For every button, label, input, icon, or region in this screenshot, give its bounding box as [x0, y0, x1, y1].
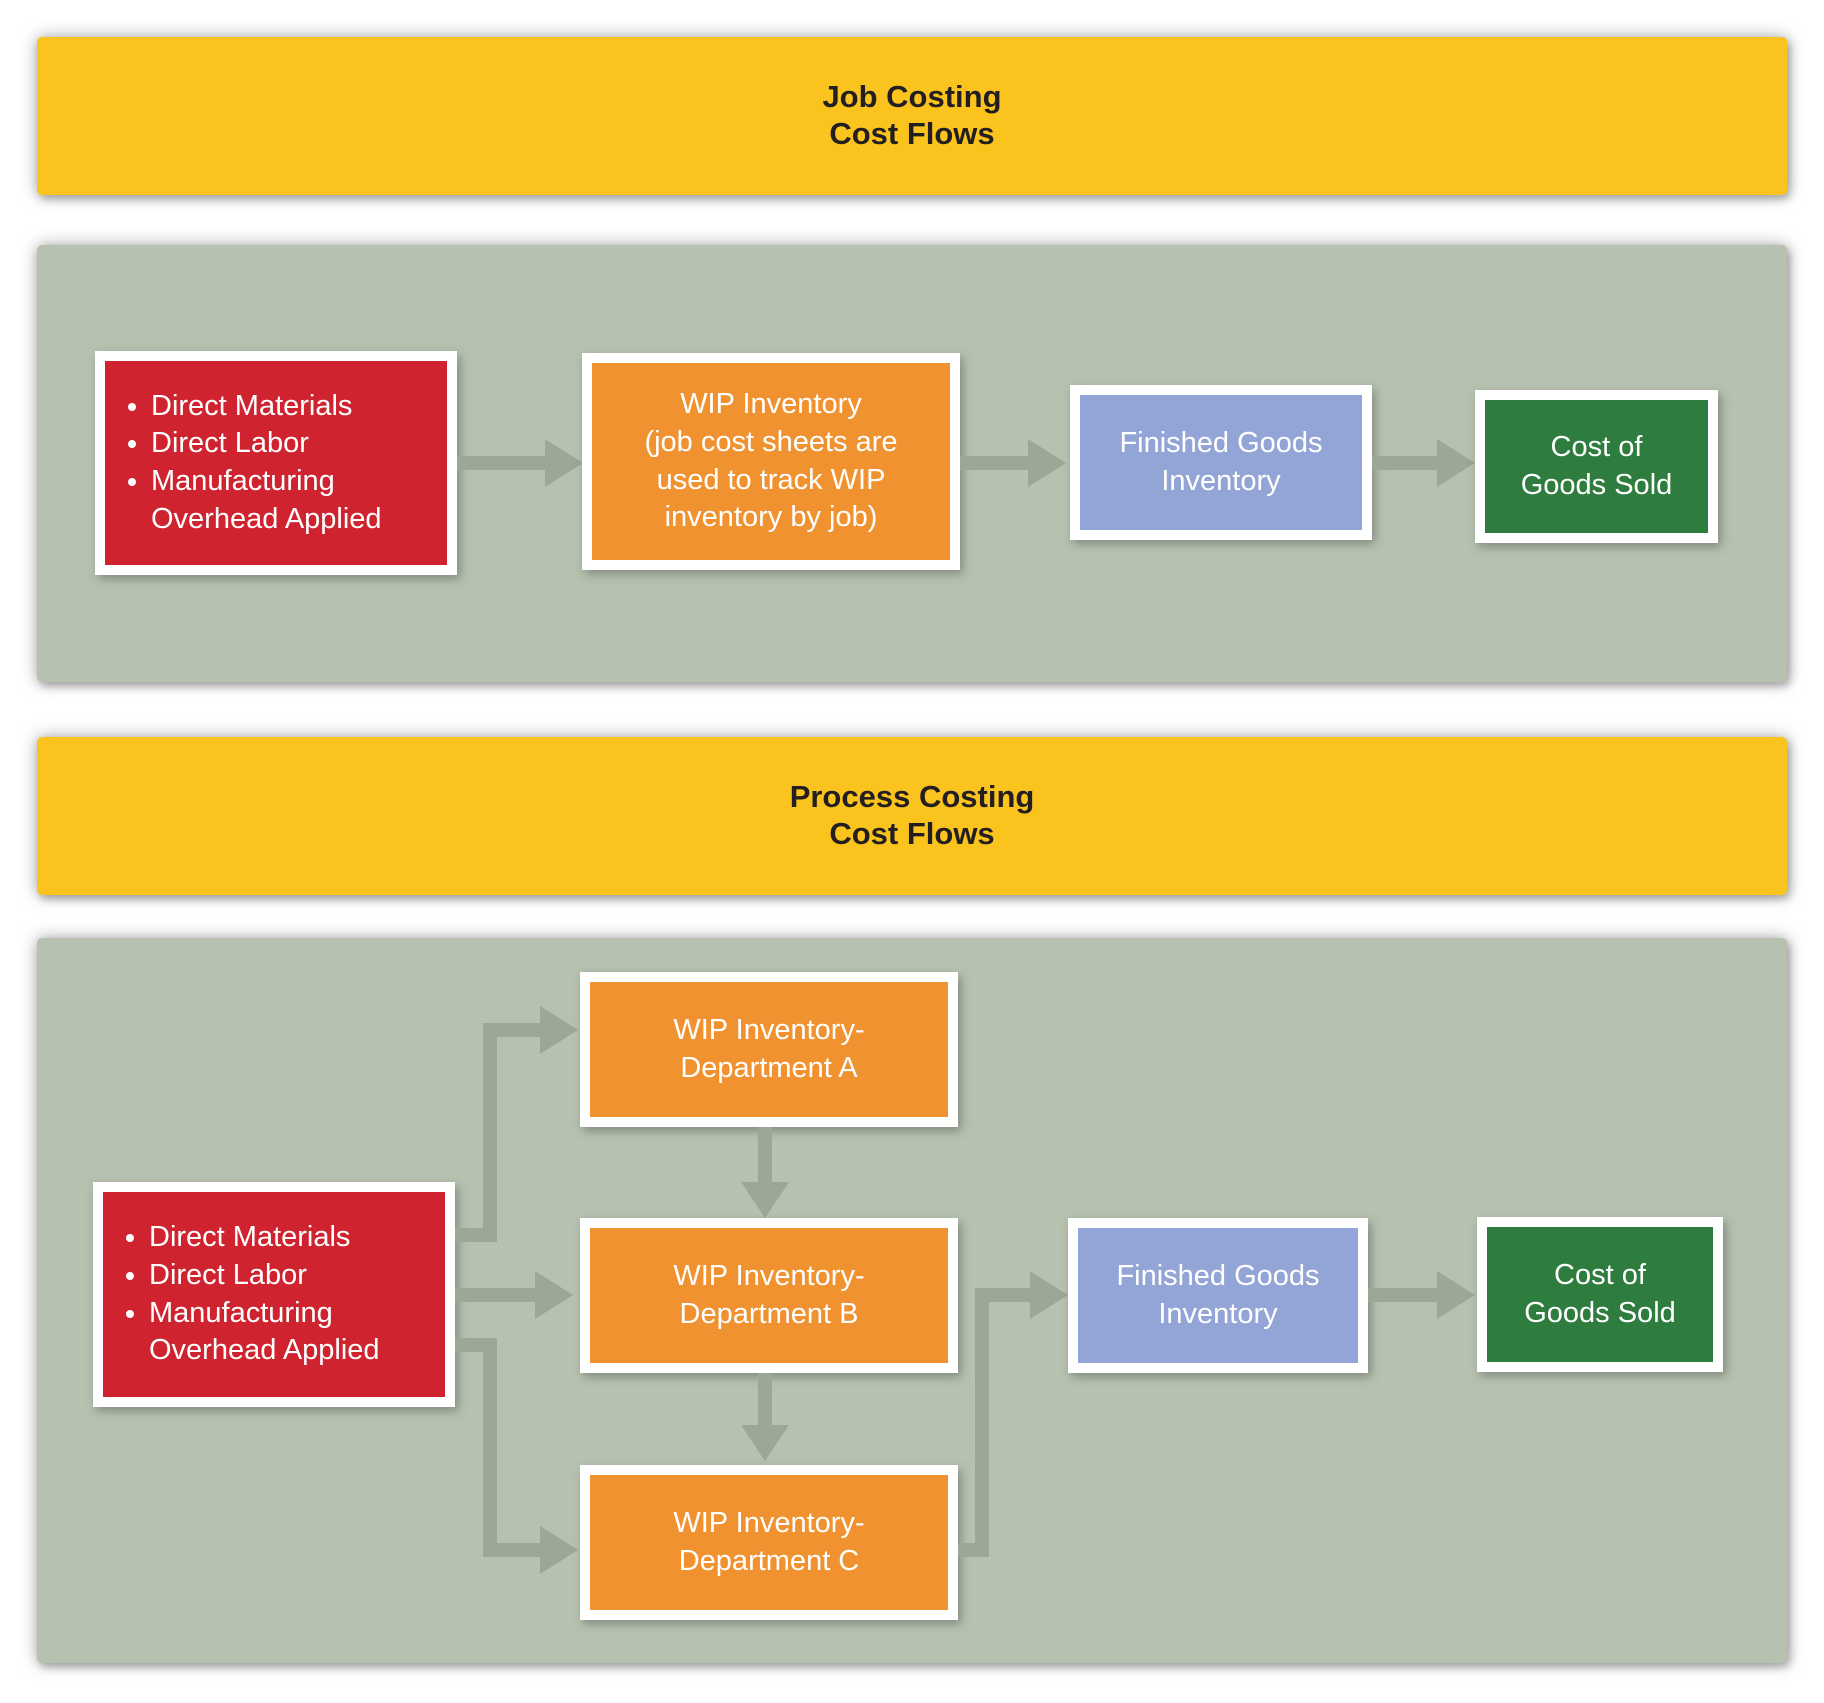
arrow-right-icon — [1030, 1271, 1068, 1319]
process-wip-dept-c-box-fill: WIP Inventory-Department C — [590, 1475, 948, 1610]
job-manufacturing-inputs-list: Direct MaterialsDirect LaborManufacturin… — [105, 388, 447, 539]
arrow-down-icon — [741, 1182, 789, 1218]
arrow-right-icon — [1437, 1271, 1475, 1319]
bullet-item: Direct Labor — [151, 425, 443, 463]
bullet-item: Manufacturing Overhead Applied — [149, 1295, 441, 1370]
arrow-shaft — [1372, 456, 1437, 470]
arrow-shaft — [758, 1373, 772, 1425]
bullet-item: Direct Labor — [149, 1257, 441, 1295]
process-wip-dept-c-box: WIP Inventory-Department C — [580, 1465, 958, 1620]
process-wip-dept-b-box-fill: WIP Inventory-Department B — [590, 1228, 948, 1363]
arrow-shaft — [758, 1127, 772, 1182]
bullet-item: Manufacturing Overhead Applied — [151, 463, 443, 538]
arrow-right-icon — [540, 1006, 578, 1054]
job-manufacturing-inputs-box-fill: Direct MaterialsDirect LaborManufacturin… — [105, 361, 447, 565]
arrow-right-icon — [535, 1271, 573, 1319]
arrow-shaft — [483, 1543, 540, 1557]
process-wip-dept-a-box: WIP Inventory-Department A — [580, 972, 958, 1127]
process-wip-dept-b-box: WIP Inventory-Department B — [580, 1218, 958, 1373]
process-wip-dept-b-label: WIP Inventory-Department B — [673, 1259, 865, 1330]
arrow-right-icon — [1028, 439, 1066, 487]
arrow-shaft — [483, 1023, 540, 1037]
bullet-item: Direct Materials — [149, 1219, 441, 1257]
process-wip-dept-a-box-fill: WIP Inventory-Department A — [590, 982, 948, 1117]
arrow-vertical — [483, 1023, 497, 1242]
job-manufacturing-inputs-box: Direct MaterialsDirect LaborManufacturin… — [95, 351, 457, 575]
process-manufacturing-inputs-box-fill: Direct MaterialsDirect LaborManufacturin… — [103, 1192, 445, 1397]
arrow-vertical — [483, 1338, 497, 1557]
arrow-shaft — [1368, 1288, 1437, 1302]
process-manufacturing-inputs-box: Direct MaterialsDirect LaborManufacturin… — [93, 1182, 455, 1407]
arrow-right-icon — [545, 439, 583, 487]
arrow-shaft — [457, 456, 545, 470]
arrow-vertical — [975, 1288, 989, 1557]
arrow-down-icon — [741, 1425, 789, 1461]
arrow-right-icon — [540, 1526, 578, 1574]
process-wip-dept-c-label: WIP Inventory-Department C — [673, 1506, 865, 1577]
process-wip-dept-a-label: WIP Inventory-Department A — [673, 1013, 865, 1084]
process-manufacturing-inputs-list: Direct MaterialsDirect LaborManufacturin… — [103, 1219, 445, 1370]
arrow-right-icon — [1437, 439, 1475, 487]
arrow-shaft — [975, 1288, 1030, 1302]
arrow-shaft — [960, 456, 1028, 470]
arrow-shaft — [455, 1288, 535, 1302]
bullet-item: Direct Materials — [151, 388, 443, 426]
